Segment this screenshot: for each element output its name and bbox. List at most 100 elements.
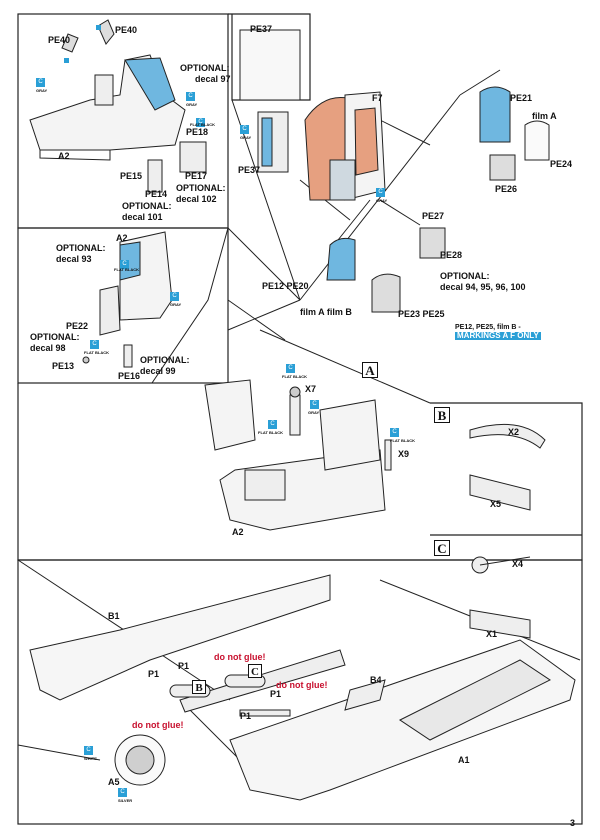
part-label: F7 [372,93,383,103]
paint-code-badge: C [286,364,295,373]
paint-name: FLAT BLACK [258,430,284,435]
decal-label: decal 102 [176,194,217,204]
part-label: PE26 [495,184,518,194]
paint-code-badge: C [118,788,127,797]
part-label: X1 [486,629,498,639]
paint-name: GRAY [376,198,388,203]
optional-label: OPTIONAL: [176,183,226,193]
part-label: X4 [512,559,524,569]
cockpit-tub-top [29,19,207,193]
markings-chip: MARKINGS A F ONLY [455,330,541,341]
optional-label: OPTIONAL: [180,63,230,73]
paint-code-badge: C [170,292,179,301]
decal-label: decal 101 [122,212,163,222]
paint-code-badge: C [310,400,319,409]
part-label: PE24 [550,159,573,169]
warning-text: do not glue! [276,680,328,690]
markings-note-title: PE12, PE25, film B - [455,324,521,331]
paint-name: FLAT BLACK [84,350,110,355]
part-label: A2 [232,527,244,537]
part-label: A2 [116,233,128,243]
optional-label: OPTIONAL: [440,271,490,281]
part-label: B4 [370,675,382,685]
paint-code-badge: C [186,92,195,101]
paint-name: GRAY [240,135,252,140]
paint-code-badge: C [390,428,399,437]
paint-code-badge: C [120,260,129,269]
panel-mid-left [17,227,229,384]
part-label: PE40 [48,35,71,45]
instrument-panel [239,29,550,313]
part-label: X2 [508,427,520,437]
paint-code-badge: C [240,125,249,134]
decal-label: decal 98 [30,343,66,353]
parts-b [469,423,546,511]
step-label-b: B [434,407,450,423]
paint-name: FLAT BLACK [190,122,216,127]
part-label: P1 [178,661,190,671]
paint-name: GRAY [36,88,48,93]
part-label: A5 [108,777,120,787]
part-label: PE18 [186,127,209,137]
part-label: PE14 [145,189,168,199]
decal-label: decal 94, 95, 96, 100 [440,282,526,292]
paint-name: FLAT BLACK [114,267,140,272]
paint-code-badge: C [36,78,45,87]
decal-label: decal 93 [56,254,92,264]
part-label: X9 [398,449,410,459]
part-label: PE16 [118,371,141,381]
decal-label: decal 99 [140,366,176,376]
warning-text: do not glue! [214,652,266,662]
part-label: PE37 [238,165,261,175]
paint-code-badge: C [84,746,93,755]
paint-name: GRAY [186,102,198,107]
fuselage [29,574,576,801]
paint-name: FLAT BLACK [390,438,416,443]
side-wall-mid [82,231,173,368]
part-label: PE22 [66,321,89,331]
part-label: P1 [148,669,160,679]
markings-note: PE12, PE25, film B - MARKINGS A F ONLY [455,324,541,341]
part-label: P1 [270,689,282,699]
part-label: PE17 [185,171,208,181]
paint-name: SILVER [118,798,133,803]
part-label: X7 [305,384,317,394]
markings-note-body: MARKINGS A F ONLY [455,330,541,341]
paint-name: GRAY [308,410,320,415]
part-label: PE15 [120,171,143,181]
part-label: film A [532,111,557,121]
paint-code-badge: C [90,340,99,349]
part-label: B1 [108,611,120,621]
part-label: A1 [458,755,470,765]
parts-c [469,556,531,639]
part-label: X5 [490,499,502,509]
optional-label: OPTIONAL: [140,355,190,365]
paint-name: WHITE [84,756,97,761]
part-label: PE23 PE25 [398,309,445,319]
paint-code-badge: C [268,420,277,429]
part-label: PE40 [115,25,138,35]
part-label: PE28 [440,250,463,260]
panel-bottom [17,559,583,825]
decal-label: decal 97 [195,74,231,84]
part-label: PE37 [250,24,273,34]
optional-label: OPTIONAL: [56,243,106,253]
optional-label: OPTIONAL: [122,201,172,211]
part-label: PE27 [422,211,445,221]
paint-name: FLAT BLACK [282,374,308,379]
blue-marker-squares [64,25,101,63]
paint-code-badge: C [196,118,205,127]
part-label: film A film B [300,307,352,317]
paint-name: GRAY [170,302,182,307]
part-label: PE13 [52,361,75,371]
step-label-c: C [434,540,450,556]
warning-text: do not glue! [132,720,184,730]
step-ref-c: C [248,664,262,678]
optional-label: OPTIONAL: [30,332,80,342]
page-number: 3 [570,818,576,828]
part-label: PE12 PE20 [262,281,309,291]
part-label: A2 [58,151,70,161]
step-label-a: A [362,362,378,378]
